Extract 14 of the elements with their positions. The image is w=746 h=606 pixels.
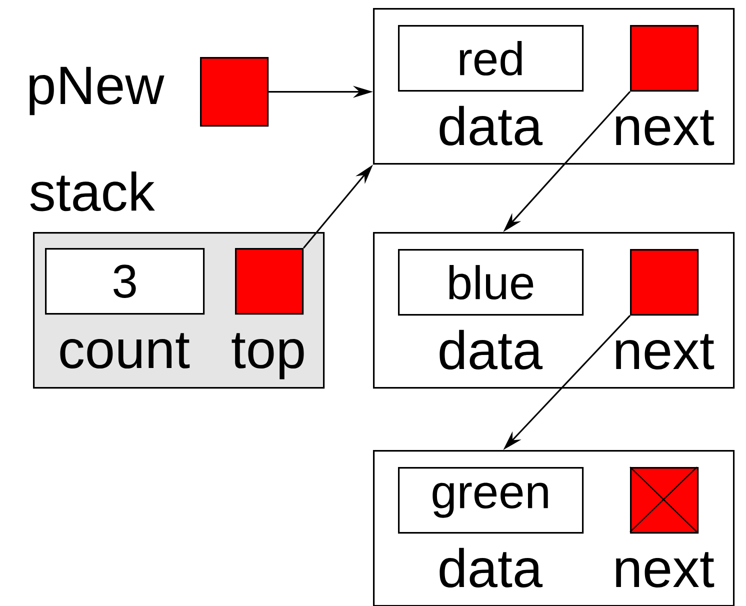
stack-label: stack: [30, 172, 155, 212]
field-label: data: [440, 330, 543, 370]
field-label: next: [616, 552, 714, 588]
data-field: red: [398, 25, 584, 92]
variable-label: pNew: [30, 66, 164, 116]
field-label: next: [616, 334, 714, 370]
field-label: top: [232, 333, 304, 380]
data-field: blue: [398, 249, 584, 316]
field-label: count: [60, 333, 190, 369]
data-field: green: [398, 467, 584, 534]
field-label: data: [440, 106, 543, 146]
field-label: next: [616, 110, 714, 146]
data-field: 3: [45, 248, 205, 315]
field-label: data: [440, 548, 543, 588]
